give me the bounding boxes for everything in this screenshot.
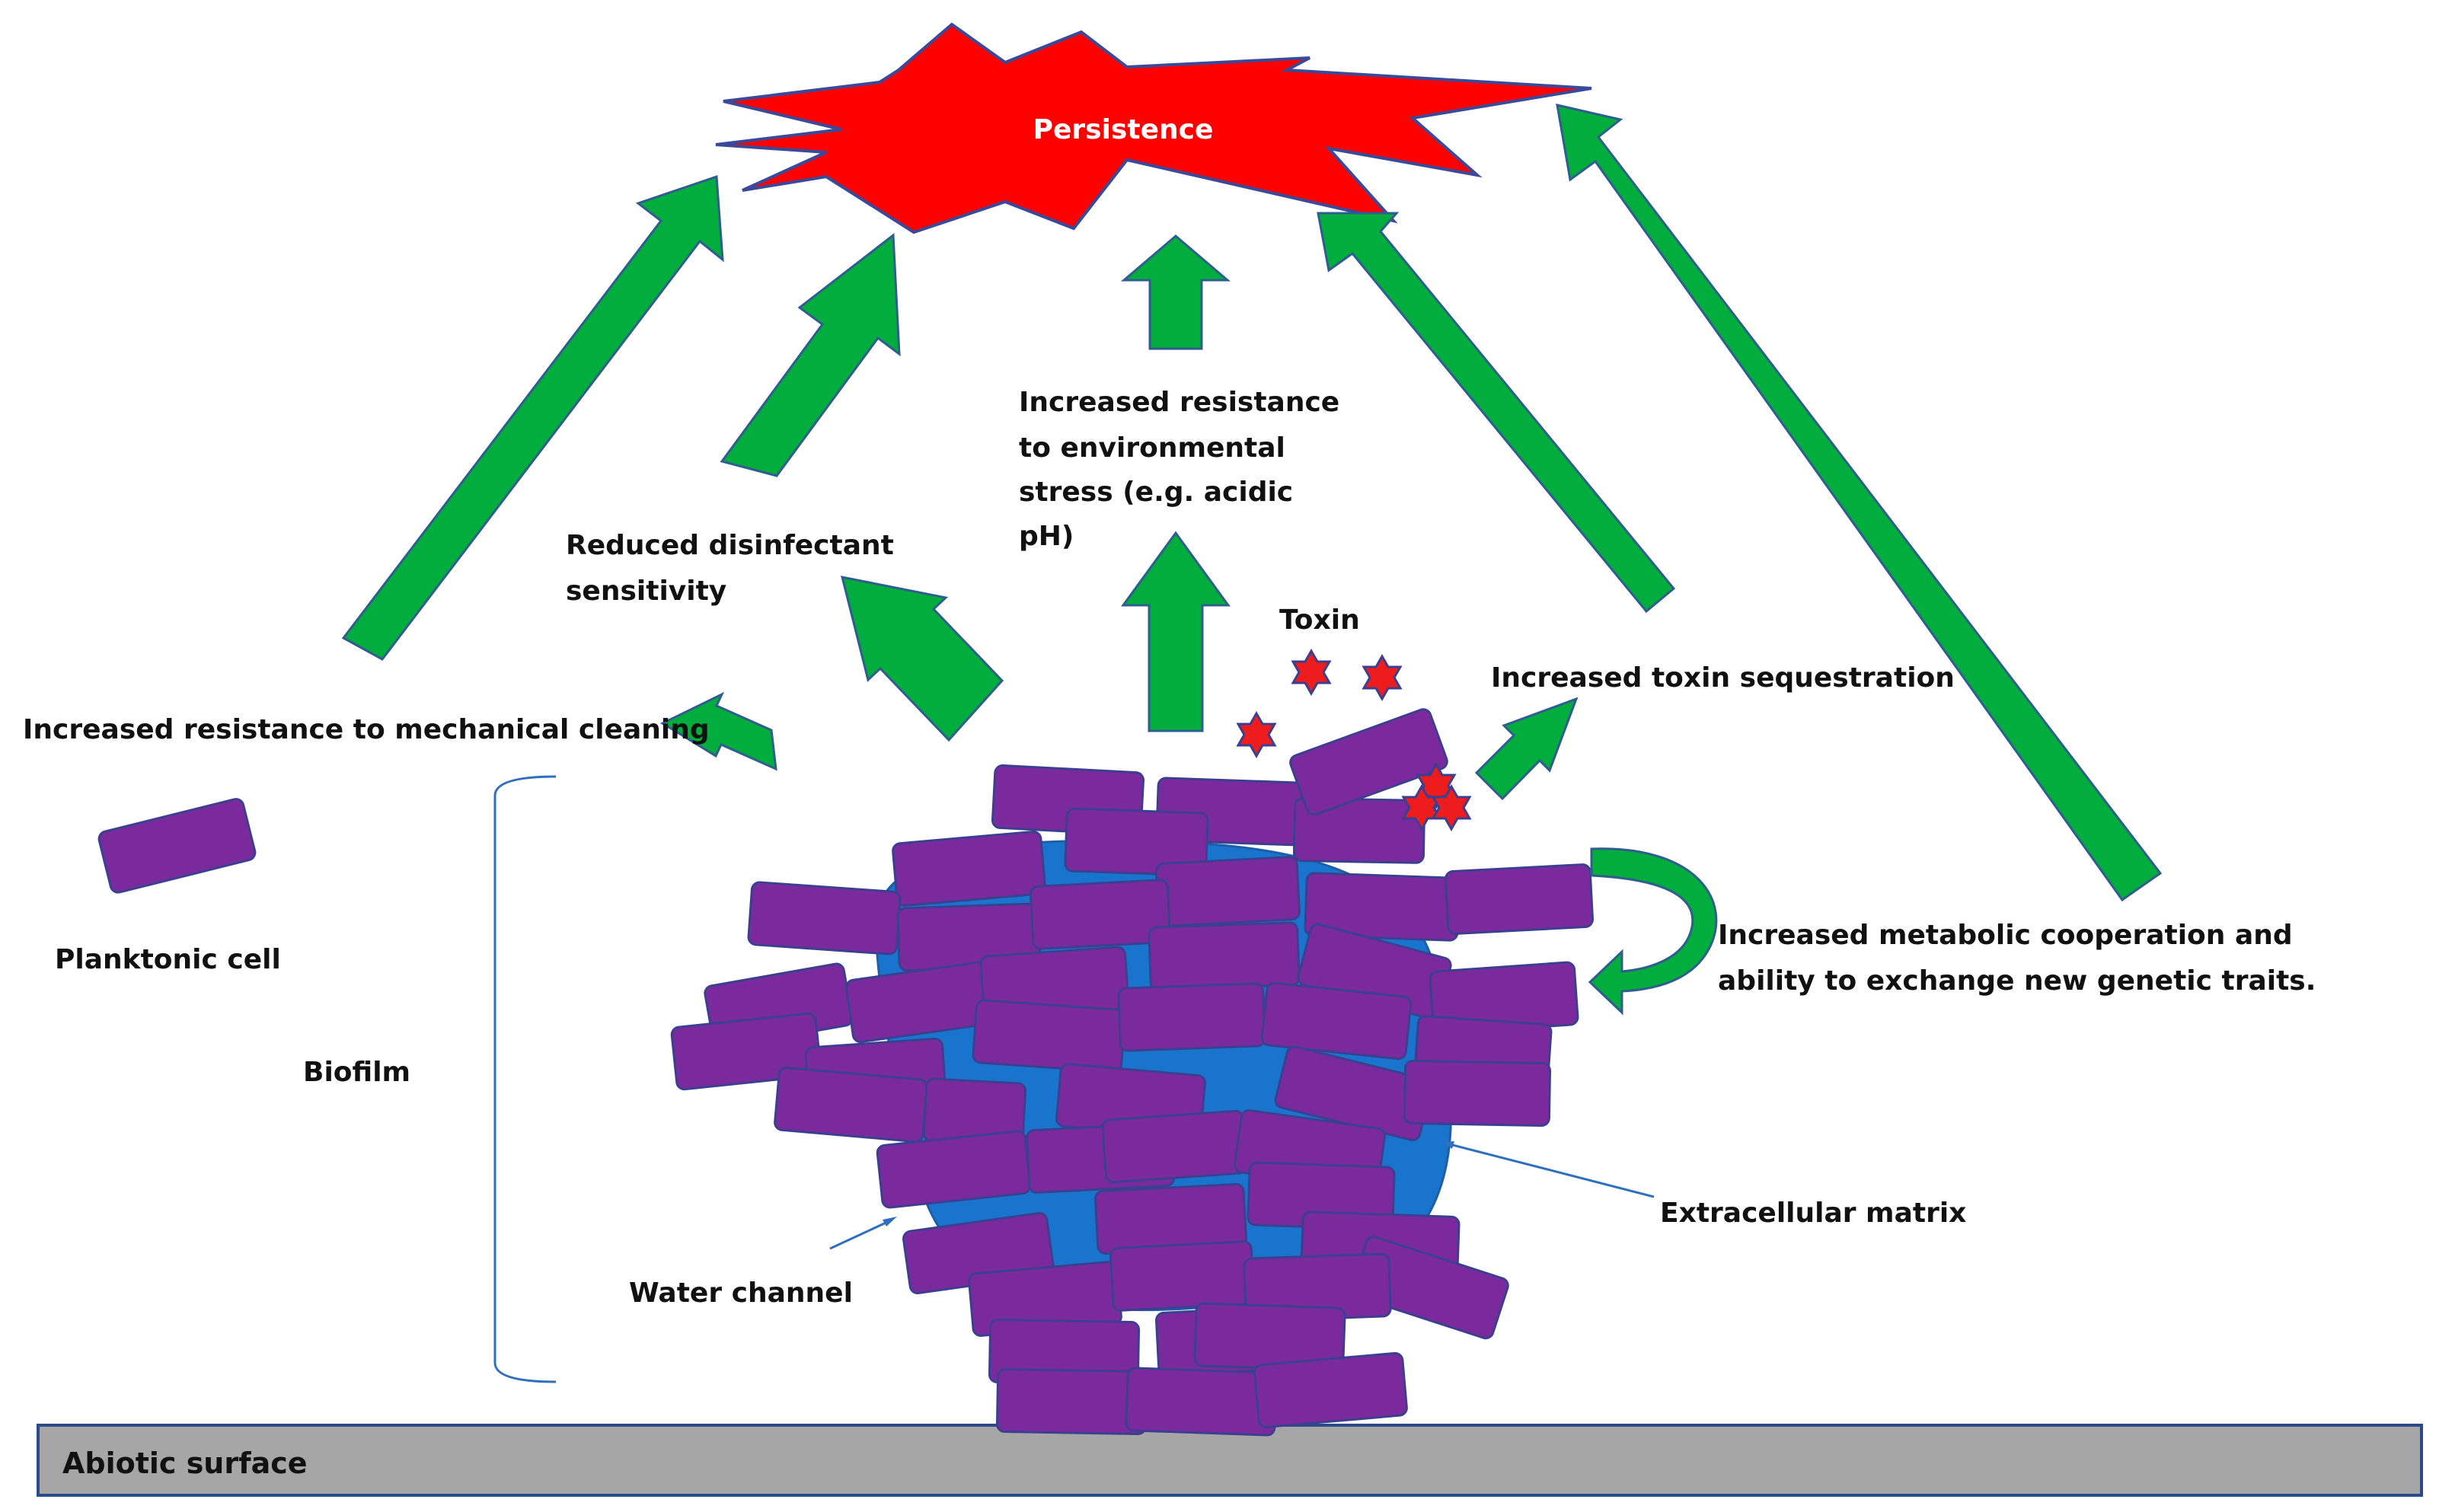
biofilm-cell: [995, 1367, 1148, 1436]
toxin-star: [1431, 783, 1472, 832]
label-metabolic-line2: ability to exchange new genetic traits.: [1718, 965, 2316, 997]
arrow-toxin-to-persistence: [1317, 212, 1676, 614]
biofilm-cell: [1289, 708, 1448, 816]
label-disinfectant-line2: sensitivity: [566, 576, 726, 607]
pointer-lines: [829, 1141, 1655, 1250]
biofilm-cell: [1064, 807, 1209, 877]
label-water-channel: Water channel: [629, 1278, 853, 1309]
water-channel-pointer-head: [883, 1217, 897, 1227]
biofilm-cells: [670, 708, 1595, 1437]
label-environmental-line1: Increased resistance: [1019, 387, 1339, 418]
biofilm-cell: [892, 830, 1046, 907]
label-disinfectant-line1: Reduced disinfectant: [566, 530, 894, 561]
abiotic-surface-label: Abiotic surface: [62, 1447, 308, 1480]
toxin-star: [1291, 648, 1332, 697]
biofilm-cell: [1403, 1060, 1552, 1127]
label-environmental-line3: stress (e.g. acidic: [1019, 477, 1293, 508]
persistence-burst: [715, 22, 1592, 234]
matrix-pointer: [1446, 1142, 1655, 1198]
biofilm-cell: [747, 881, 902, 955]
label-metabolic-line1: Increased metabolic cooperation and: [1718, 920, 2293, 951]
arrows: [341, 104, 2163, 902]
label-environmental-line2: to environmental: [1019, 432, 1285, 464]
biofilm-cell: [774, 1067, 928, 1144]
biofilm-cell: [1154, 856, 1301, 927]
toxins: [1236, 648, 1472, 832]
metabolic-cycle-arrow: [1588, 847, 1718, 1016]
arrow-environmental-stress: [1121, 531, 1231, 732]
label-mechanical-cleaning: Increased resistance to mechanical clean…: [23, 714, 710, 745]
biofilm-cell: [972, 999, 1126, 1073]
label-biofilm: Biofilm: [303, 1057, 410, 1088]
label-toxin-sequestration: Increased toxin sequestration: [1491, 662, 1955, 694]
arrow-toxin-sequestration: [1474, 697, 1579, 801]
toxin-star: [1362, 653, 1403, 702]
persistence-title: Persistence: [1033, 114, 1214, 145]
biofilm-bracket: [493, 775, 557, 1383]
label-toxin: Toxin: [1279, 604, 1360, 636]
biofilm-cell: [1148, 921, 1301, 991]
arrow-disinfectant: [840, 576, 1004, 742]
abiotic-surface: [37, 1424, 2423, 1497]
biofilm-cell: [1117, 982, 1266, 1052]
biofilm-cell: [1109, 1240, 1256, 1312]
water-channel-pointer: [829, 1218, 893, 1250]
label-environmental-line4: pH): [1019, 521, 1074, 552]
arrow-environmental-to-persistence: [1120, 234, 1231, 350]
biofilm-cell: [1101, 1109, 1248, 1184]
biofilm-cell: [1253, 1351, 1408, 1428]
arrow-mechanical-to-persistence: [341, 174, 724, 661]
biofilm-cell: [1029, 879, 1172, 950]
biofilm-cell: [1260, 981, 1413, 1061]
label-extracellular-matrix: Extracellular matrix: [1660, 1198, 1966, 1229]
arrow-disinfectant-to-persistence: [720, 233, 901, 477]
matrix-pointer-head: [1441, 1141, 1454, 1149]
arrow-mechanical-cleaning: [659, 691, 777, 771]
label-planktonic-cell: Planktonic cell: [55, 944, 281, 975]
planktonic-cell: [97, 798, 257, 894]
arrow-metabolic-to-persistence: [1556, 104, 2163, 902]
toxin-star: [1236, 710, 1277, 759]
biofilm-cell: [1444, 863, 1595, 935]
biofilm-cell: [1125, 1367, 1278, 1437]
